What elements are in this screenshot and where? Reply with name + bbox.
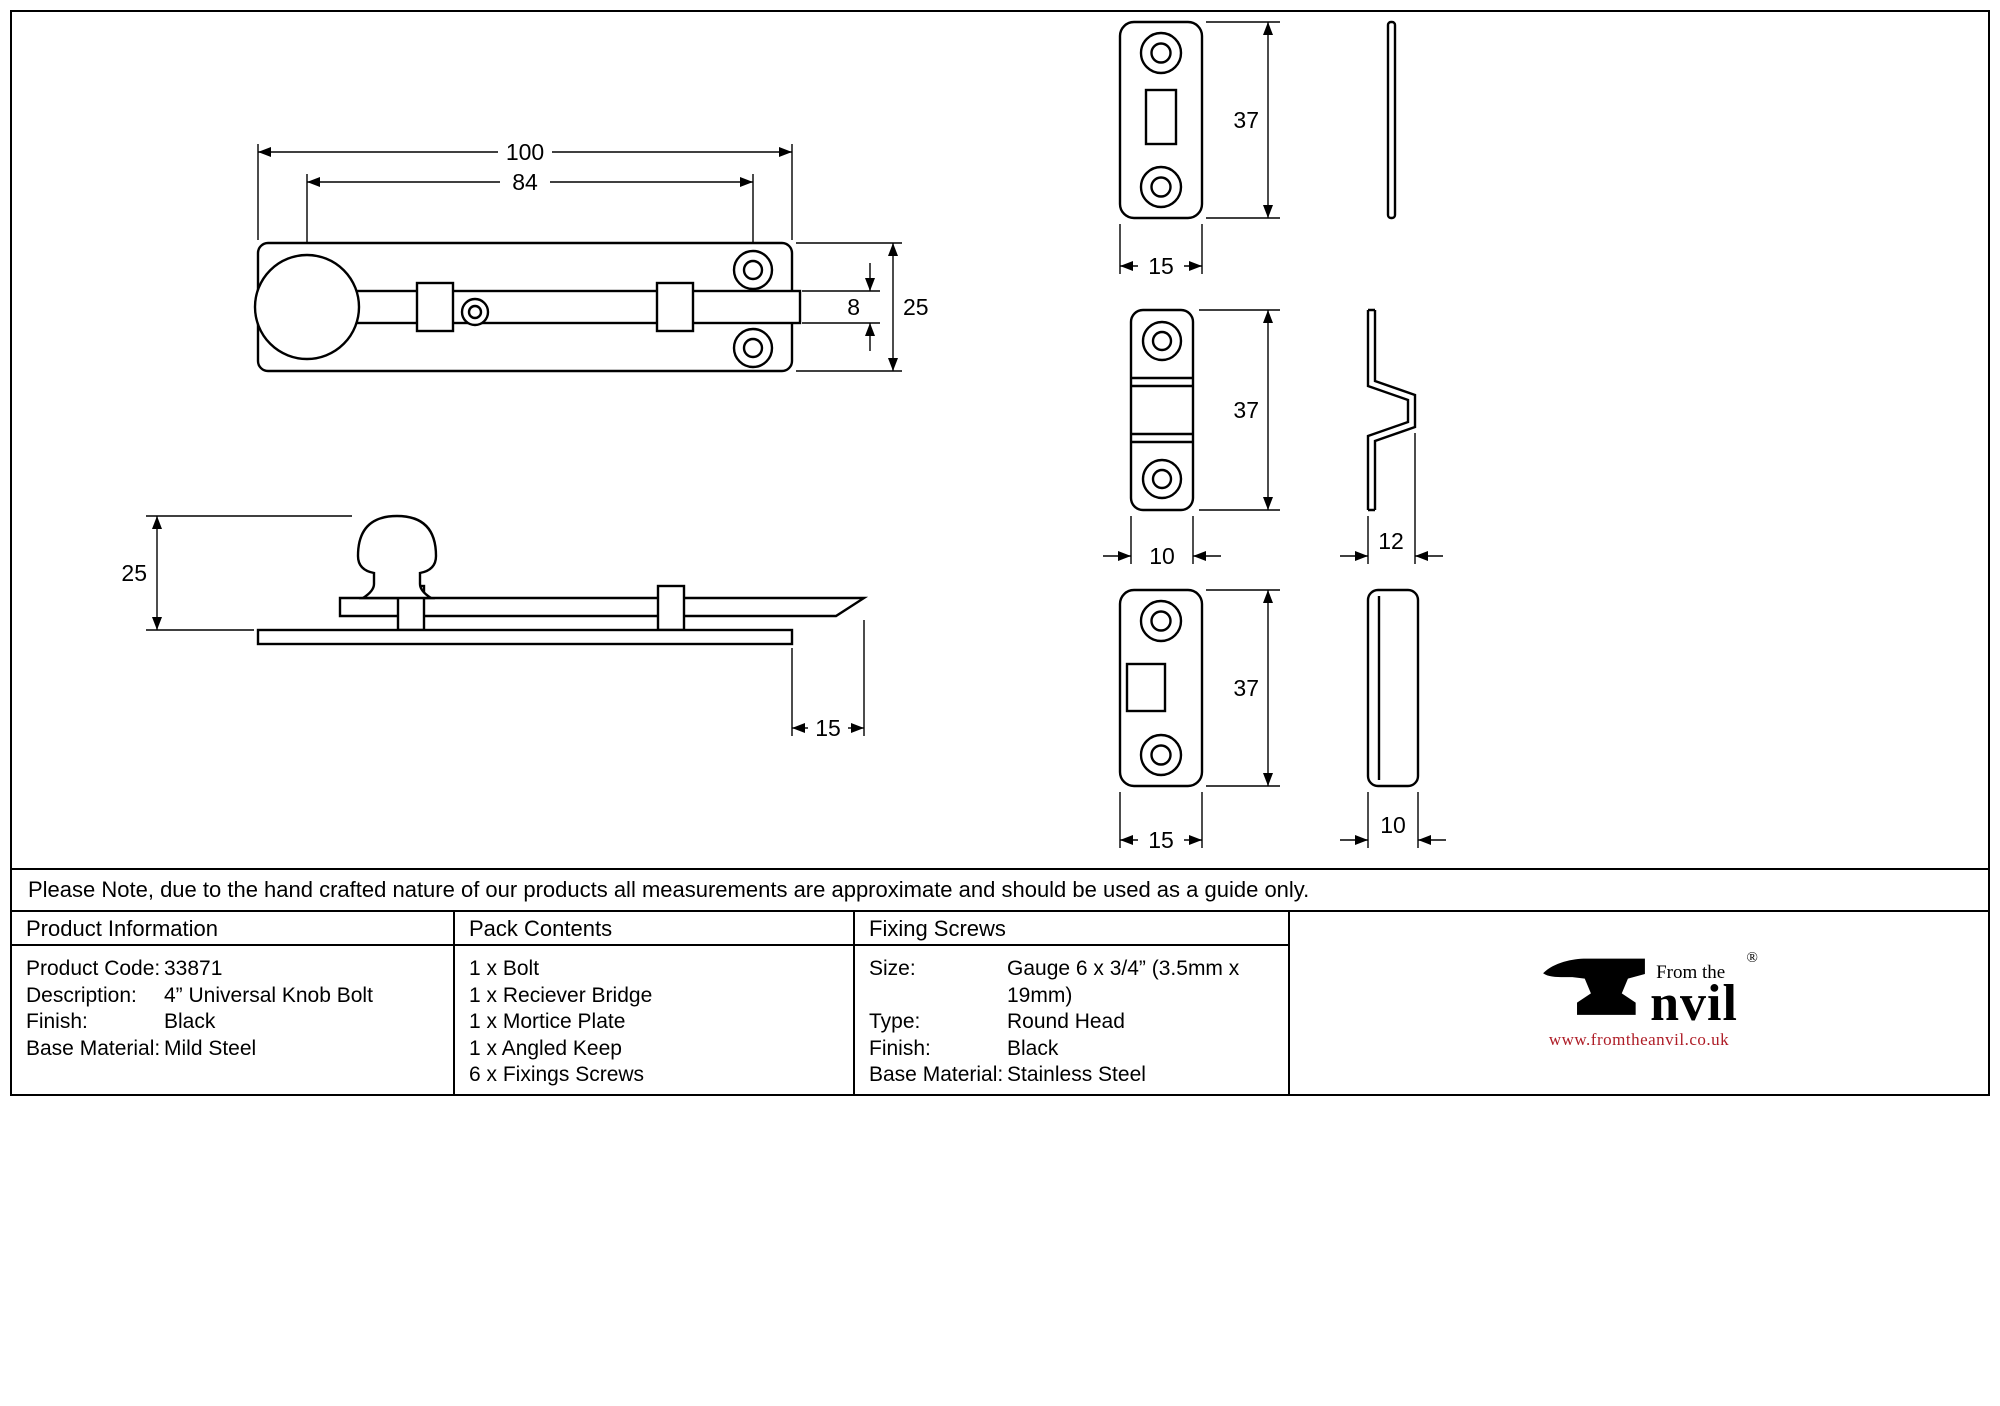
note-bar: Please Note, due to the hand crafted nat…	[12, 868, 1988, 910]
pack-item: 1 x Bolt	[469, 957, 540, 980]
screw-hole	[1141, 458, 1183, 500]
plate-screw-hole	[732, 249, 774, 291]
field-value: Gauge 6 x 3/4” (3.5mm x 19mm)	[1007, 957, 1240, 1007]
keep-profile	[1366, 588, 1420, 788]
pack-item: 1 x Reciever Bridge	[469, 983, 653, 1007]
fixing-screws-row: Base Material: Stainless Steel	[869, 1062, 1274, 1089]
field-value: Round Head	[1007, 1010, 1125, 1033]
screw-hole	[1139, 599, 1183, 643]
dim-label: 10	[1149, 543, 1175, 569]
pack-item: 1 x Angled Keep	[469, 1036, 622, 1060]
dim-label: 37	[1233, 675, 1259, 701]
knob-top-view	[253, 253, 361, 361]
dim-label: 12	[1378, 528, 1404, 554]
brand-url: www.fromtheanvil.co.uk	[1548, 1030, 1730, 1049]
fixing-screws-header: Fixing Screws	[855, 912, 1290, 946]
receiver-bridge-profile-drawing: 12	[1340, 308, 1443, 564]
plate-screw-hole	[732, 327, 774, 369]
fixing-screws-body: Size: Gauge 6 x 3/4” (3.5mm x 19mm) Type…	[855, 946, 1290, 1094]
field-value: 4” Universal Knob Bolt	[164, 983, 373, 1007]
field-label: Base Material:	[869, 1063, 1004, 1086]
screw-hole	[1139, 31, 1183, 75]
mortice-plate-profile-drawing	[1386, 20, 1397, 220]
bolt-shaft	[338, 289, 802, 325]
fixing-screws-row: Size: Gauge 6 x 3/4” (3.5mm x 19mm)	[869, 956, 1274, 1009]
guide-bracket	[655, 281, 695, 333]
pack-item: 1 x Mortice Plate	[469, 1010, 626, 1033]
receiver-bridge-face-drawing: 37 10	[1103, 308, 1280, 569]
screw-hole	[1139, 733, 1183, 777]
technical-drawing-svg: 100 84	[121, 20, 1446, 853]
dim-label: 25	[121, 560, 147, 586]
dim-label: 15	[1148, 827, 1174, 853]
mortice-plate	[1118, 20, 1204, 220]
logo-tagline: From the	[1656, 962, 1726, 983]
logo-texts: From the nvil	[1650, 962, 1738, 1032]
field-label: Finish:	[869, 1036, 931, 1060]
dim-label: 100	[506, 139, 544, 165]
side-view-drawing: 25 15	[121, 514, 869, 741]
field-label: Size:	[869, 957, 916, 980]
guide-bracket-side	[656, 584, 686, 632]
product-info-body: Product Code: 33871 Description: 4” Univ…	[12, 946, 455, 1094]
product-info-row: Product Code: 33871	[26, 956, 439, 983]
slide-screw	[460, 297, 490, 327]
fixing-screws-row: Type: Round Head	[869, 1009, 1274, 1036]
product-info-row: Base Material: Mild Steel	[26, 1036, 439, 1063]
pack-contents-body: 1 x Bolt 1 x Reciever Bridge 1 x Mortice…	[455, 946, 855, 1094]
angled-keep-profile-drawing: 10	[1340, 588, 1446, 848]
technical-drawing-area: 100 84	[12, 12, 1988, 868]
product-info-header: Product Information	[12, 912, 455, 946]
anvil-icon	[1543, 958, 1645, 1015]
bolt-shaft-side	[338, 596, 869, 618]
logo-wordmark: nvil	[1650, 975, 1738, 1032]
dim-label: 8	[847, 294, 860, 320]
angled-keep	[1118, 588, 1204, 788]
knob-side-view	[356, 514, 438, 600]
field-value: Stainless Steel	[1007, 1063, 1146, 1086]
dim-label: 37	[1233, 107, 1259, 133]
plan-view-drawing: 100 84	[253, 139, 929, 373]
field-label: Finish:	[26, 1010, 88, 1033]
field-value: Mild Steel	[164, 1036, 257, 1060]
product-info-row: Description: 4” Universal Knob Bolt	[26, 983, 439, 1010]
guide-bracket	[415, 281, 455, 333]
dim-label: 15	[815, 715, 841, 741]
field-label: Base Material:	[26, 1036, 161, 1060]
dim-label: 15	[1148, 253, 1174, 279]
angled-keep-face-drawing: 37 15	[1118, 588, 1280, 853]
anvil-logo: From the nvil ®	[1540, 950, 1758, 1032]
field-label: Description:	[26, 983, 137, 1007]
product-info-row: Finish: Black	[26, 1009, 439, 1036]
bridge-profile	[1366, 308, 1417, 512]
pack-item: 6 x Fixings Screws	[469, 1063, 645, 1086]
field-label: Type:	[869, 1010, 921, 1033]
receiver-bridge	[1129, 308, 1195, 512]
field-label: Product Code:	[26, 957, 161, 980]
registered-trademark-symbol: ®	[1746, 950, 1758, 966]
note-text: Please Note, due to the hand crafted nat…	[28, 877, 1310, 902]
field-value: 33871	[164, 957, 223, 980]
dim-label: 25	[903, 294, 929, 320]
spec-sheet-border: 100 84	[10, 10, 1990, 1096]
dim-label: 10	[1380, 812, 1406, 838]
dim-label: 84	[512, 169, 538, 195]
mortice-plate-face-drawing: 37 15	[1118, 20, 1280, 279]
pack-contents-header: Pack Contents	[455, 912, 855, 946]
bolt-slot	[1144, 88, 1178, 146]
info-table: Product Information Pack Contents Fixing…	[12, 910, 1988, 1094]
screw-hole	[1139, 165, 1183, 209]
brand-logo-cell: From the nvil ® www.fromtheanvil.co.uk	[1290, 912, 1988, 1094]
dim-label: 37	[1233, 397, 1259, 423]
mortice-plate-edge	[1386, 20, 1397, 220]
field-value: Black	[1007, 1036, 1059, 1060]
backplate-side	[256, 628, 794, 646]
screw-hole	[1141, 320, 1183, 362]
fixing-screws-row: Finish: Black	[869, 1036, 1274, 1063]
keep-slot	[1125, 662, 1167, 713]
field-value: Black	[164, 1010, 216, 1033]
